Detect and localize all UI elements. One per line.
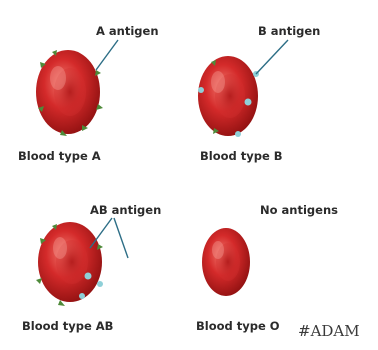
panel-type-o: No antigens Blood type O — [196, 203, 338, 333]
caption-type-a: Blood type A — [18, 149, 101, 163]
antigen-label-b: B antigen — [258, 24, 320, 38]
red-blood-cell-a — [36, 50, 100, 134]
antigen-label-ab: AB antigen — [90, 203, 161, 217]
red-blood-cell-b — [198, 56, 258, 136]
red-blood-cell-o — [202, 228, 250, 296]
panel-type-b: B antigen Blood type B — [198, 24, 320, 163]
leader-line-ab-1 — [90, 218, 112, 248]
antigen-label-a: A antigen — [96, 24, 159, 38]
leader-line-a — [96, 40, 118, 70]
caption-type-b: Blood type B — [200, 149, 283, 163]
adam-logo: #ADAM — [298, 322, 360, 340]
leader-line-ab-2 — [114, 218, 128, 258]
panel-type-a: A antigen Blood type A — [18, 24, 159, 163]
antigen-label-o: No antigens — [260, 203, 338, 217]
caption-type-o: Blood type O — [196, 319, 280, 333]
caption-type-ab: Blood type AB — [22, 319, 113, 333]
panel-type-ab: AB antigen Blood type AB — [22, 203, 161, 333]
red-blood-cell-ab — [38, 222, 102, 302]
leader-line-b — [256, 40, 288, 74]
